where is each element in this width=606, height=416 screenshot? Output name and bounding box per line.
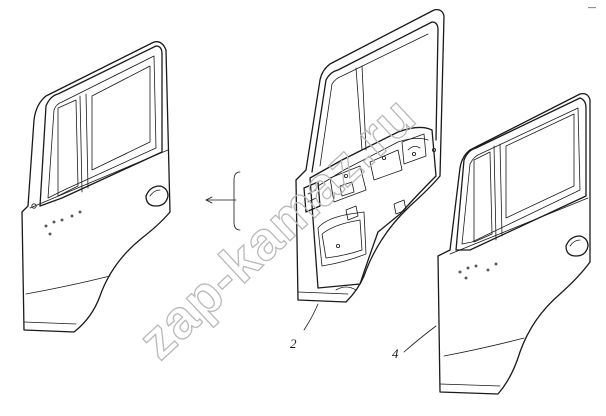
door-inner-frame: [295, 8, 445, 331]
assembly-arrow: [205, 171, 241, 231]
callout-4: 4: [392, 346, 399, 361]
callout-2: 2: [290, 336, 297, 351]
corner-mark: —: [588, 3, 596, 12]
left-door-assembly: [21, 41, 171, 333]
door-outer-panel: [403, 92, 591, 395]
